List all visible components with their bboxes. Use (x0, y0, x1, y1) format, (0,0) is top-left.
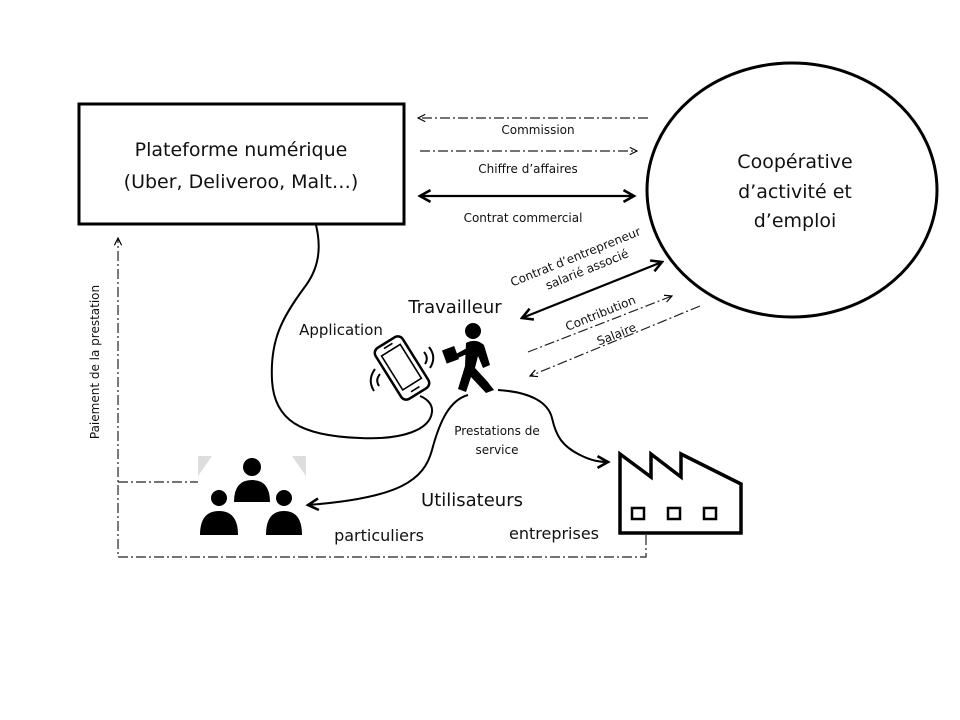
turnover-label: Chiffre d’affaires (478, 162, 578, 176)
application-label: Application (299, 321, 383, 339)
cooperative-node: Coopérative d’activité et d’emploi (645, 61, 939, 319)
salary-label: Salaire (595, 320, 638, 348)
users-label: Utilisateurs (421, 490, 523, 511)
contribution-arrow (527, 296, 672, 353)
platform-node: Plateforme numérique (Uber, Deliveroo, M… (77, 102, 406, 226)
users-group-icon (198, 456, 306, 535)
services-line2: service (476, 443, 519, 457)
flow-commercial-contract: Contrat commercial (420, 196, 634, 225)
payment-path (118, 238, 647, 558)
flow-payment: Paiement de la prestation (88, 238, 647, 558)
worker-label: Travailleur (407, 297, 502, 318)
flow-services: Prestations de service (308, 389, 608, 505)
entrepreneur-contract-arrow (522, 262, 662, 318)
flow-turnover: Chiffre d’affaires (420, 151, 637, 176)
cooperative-line1: Coopérative (737, 151, 852, 173)
walking-worker-icon (441, 323, 494, 393)
phone-signal-right-icon (423, 346, 435, 369)
platform-box (77, 102, 406, 226)
phone-signal-left-icon (369, 368, 381, 392)
factory-icon (618, 450, 743, 535)
flow-commission: Commission (418, 118, 648, 137)
flow-entrepreneur-contract: Contrat d’entrepreneur salarié associé (508, 224, 662, 318)
flow-salary: Salaire (530, 305, 701, 376)
individuals-label: particuliers (334, 526, 424, 545)
salary-arrow (530, 305, 701, 376)
cooperative-ellipse (645, 61, 939, 319)
flow-application: Application (270, 224, 434, 440)
platform-subtitle: (Uber, Deliveroo, Malt…) (124, 171, 359, 193)
payment-label: Paiement de la prestation (88, 285, 102, 439)
cooperative-line3: d’emploi (754, 210, 837, 232)
companies-label: entreprises (509, 524, 599, 543)
services-line1: Prestations de (454, 424, 539, 438)
cooperative-line2: d’activité et (738, 181, 852, 203)
platform-title: Plateforme numérique (135, 139, 348, 161)
application-curve (270, 224, 434, 440)
services-curve-companies (497, 389, 608, 462)
services-curve-individuals (308, 394, 469, 505)
smartphone-icon (373, 335, 431, 401)
commission-label: Commission (501, 123, 574, 137)
commercial-contract-label: Contrat commercial (464, 211, 583, 225)
